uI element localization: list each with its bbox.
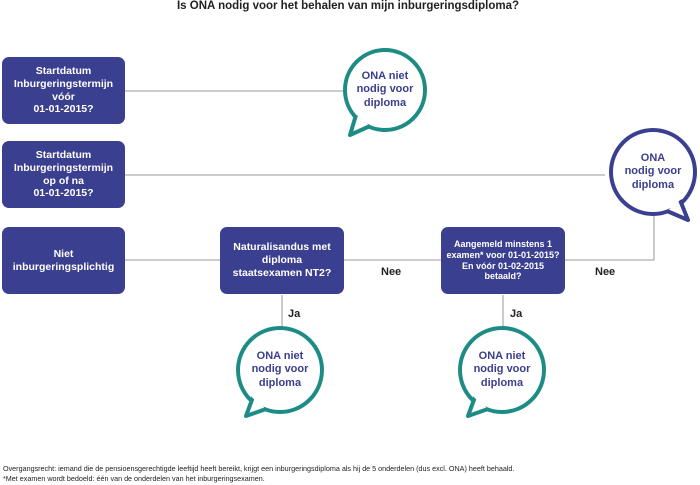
box-not-obliged: Niet inburgeringsplichtig (2, 227, 125, 294)
label-ja-1: Ja (288, 308, 301, 320)
box-start-before: Startdatum Inburgeringstermijn vóór 01-0… (2, 57, 125, 124)
speech-bubble-navy-right (609, 128, 697, 222)
label-ja-2: Ja (510, 308, 523, 320)
box-start-before-text: Startdatum Inburgeringstermijn vóór 01-0… (13, 64, 114, 116)
bubble-text-bottom-left: ONA niet nodig voor diploma (251, 350, 309, 389)
speech-bubble-teal-bottom-right (458, 326, 546, 418)
label-nee-2: Nee (595, 266, 616, 278)
diagram-title: Is ONA nodig voor het behalen van mijn i… (176, 0, 520, 12)
box-registered: Aangemeld minstens 1 examen* voor 01-01-… (441, 227, 565, 294)
line-nee-2 (565, 212, 655, 261)
bubble-text-bottom-right: ONA niet nodig voor diploma (473, 350, 531, 389)
bubble-text-top: ONA niet nodig voor diploma (356, 70, 414, 109)
footnote-exam: *Met examen wordt bedoeld: één van de on… (3, 474, 265, 483)
box-start-after-text: Startdatum Inburgeringstermijn op of na … (13, 148, 114, 200)
box-naturalisandus: Naturalisandus met diploma staatsexamen … (220, 227, 344, 294)
speech-bubble-teal-bottom-left (236, 326, 324, 418)
box-start-after: Startdatum Inburgeringstermijn op of na … (2, 141, 125, 208)
label-nee-1: Nee (381, 266, 402, 278)
footnote-transitional: Overgangsrecht: iemand die de pensioensg… (3, 464, 515, 473)
bubble-text-right: ONA nodig voor diploma (624, 152, 682, 191)
box-registered-text: Aangemeld minstens 1 examen* voor 01-01-… (446, 238, 560, 282)
box-naturalisandus-text: Naturalisandus met diploma staatsexamen … (232, 241, 332, 279)
box-not-obliged-text: Niet inburgeringsplichtig (12, 247, 115, 273)
speech-bubble-teal-top (343, 48, 427, 137)
